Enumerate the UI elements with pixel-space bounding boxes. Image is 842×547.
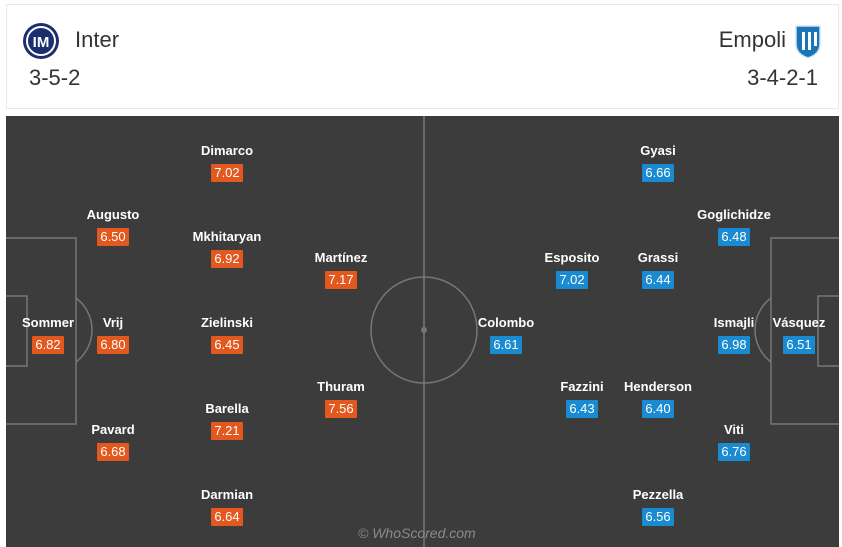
player-name: Darmian bbox=[200, 487, 254, 502]
player-rating: 6.51 bbox=[783, 336, 815, 354]
player-rating: 6.40 bbox=[642, 400, 674, 418]
player-pezzella[interactable]: Pezzella 6.56 bbox=[613, 487, 703, 526]
player-pavard[interactable]: Pavard 6.68 bbox=[68, 422, 158, 461]
player-rating: 6.80 bbox=[97, 336, 129, 354]
player-rating: 6.56 bbox=[642, 508, 674, 526]
player-vasquez[interactable]: Vásquez 6.51 bbox=[754, 315, 839, 354]
player-name: Mkhitaryan bbox=[192, 229, 262, 244]
player-name: Pavard bbox=[91, 422, 135, 437]
player-name: Thuram bbox=[317, 379, 365, 394]
player-martinez[interactable]: Martínez 7.17 bbox=[296, 250, 386, 289]
player-henderson[interactable]: Henderson 6.40 bbox=[613, 379, 703, 418]
player-rating: 7.02 bbox=[556, 271, 588, 289]
away-team-name[interactable]: Empoli bbox=[718, 27, 786, 52]
svg-text:IM: IM bbox=[33, 34, 50, 51]
player-name: Gyasi bbox=[640, 143, 676, 158]
player-name: Goglichidze bbox=[697, 207, 771, 222]
player-name: Fazzini bbox=[560, 379, 604, 394]
home-team-name[interactable]: Inter bbox=[75, 27, 120, 52]
player-gyasi[interactable]: Gyasi 6.66 bbox=[613, 143, 703, 182]
player-name: Martínez bbox=[314, 250, 368, 265]
player-name: Zielinski bbox=[200, 315, 254, 330]
player-rating: 6.66 bbox=[642, 164, 674, 182]
match-header: IM Inter 3-5-2 Empoli 3-4-2-1 bbox=[6, 4, 839, 109]
player-name: Esposito bbox=[544, 250, 600, 265]
empoli-crest-icon[interactable] bbox=[794, 22, 822, 60]
player-fazzini[interactable]: Fazzini 6.43 bbox=[537, 379, 627, 418]
player-zielinski[interactable]: Zielinski 6.45 bbox=[182, 315, 272, 354]
player-name: Barella bbox=[205, 401, 249, 416]
player-rating: 7.02 bbox=[211, 164, 243, 182]
player-barella[interactable]: Barella 7.21 bbox=[182, 401, 272, 440]
pitch-markings bbox=[6, 116, 839, 547]
pitch: Sommer 6.82 Vrij 6.80 Augusto 6.50 Pavar… bbox=[6, 116, 839, 547]
player-rating: 7.21 bbox=[211, 422, 243, 440]
player-name: Ismajli bbox=[713, 315, 755, 330]
player-rating: 6.44 bbox=[642, 271, 674, 289]
player-ismajli[interactable]: Ismajli 6.98 bbox=[689, 315, 779, 354]
player-sommer[interactable]: Sommer 6.82 bbox=[6, 315, 93, 354]
player-esposito[interactable]: Esposito 7.02 bbox=[527, 250, 617, 289]
player-colombo[interactable]: Colombo 6.61 bbox=[461, 315, 551, 354]
player-rating: 6.68 bbox=[97, 443, 129, 461]
player-vrij[interactable]: Vrij 6.80 bbox=[68, 315, 158, 354]
player-name: Pezzella bbox=[632, 487, 684, 502]
player-rating: 6.98 bbox=[718, 336, 750, 354]
player-rating: 7.56 bbox=[325, 400, 357, 418]
player-name: Vásquez bbox=[772, 315, 826, 330]
player-name: Viti bbox=[724, 422, 744, 437]
inter-crest-icon[interactable]: IM bbox=[22, 22, 60, 60]
player-name: Augusto bbox=[86, 207, 140, 222]
player-name: Vrij bbox=[102, 315, 124, 330]
player-name: Colombo bbox=[477, 315, 535, 330]
player-rating: 6.43 bbox=[566, 400, 598, 418]
player-name: Henderson bbox=[624, 379, 692, 394]
player-thuram[interactable]: Thuram 7.56 bbox=[296, 379, 386, 418]
player-rating: 6.82 bbox=[32, 336, 64, 354]
player-darmian[interactable]: Darmian 6.64 bbox=[182, 487, 272, 526]
player-rating: 7.17 bbox=[325, 271, 357, 289]
player-rating: 6.64 bbox=[211, 508, 243, 526]
player-name: Dimarco bbox=[200, 143, 254, 158]
player-rating: 6.50 bbox=[97, 228, 129, 246]
player-dimarco[interactable]: Dimarco 7.02 bbox=[182, 143, 272, 182]
whoscored-watermark: © WhoScored.com bbox=[358, 525, 476, 541]
player-augusto[interactable]: Augusto 6.50 bbox=[68, 207, 158, 246]
player-viti[interactable]: Viti 6.76 bbox=[689, 422, 779, 461]
player-rating: 6.76 bbox=[718, 443, 750, 461]
player-name: Grassi bbox=[637, 250, 679, 265]
player-grassi[interactable]: Grassi 6.44 bbox=[613, 250, 703, 289]
player-rating: 6.61 bbox=[490, 336, 522, 354]
away-formation: 3-4-2-1 bbox=[747, 65, 818, 90]
player-goglichidze[interactable]: Goglichidze 6.48 bbox=[689, 207, 779, 246]
player-name: Sommer bbox=[21, 315, 75, 330]
home-formation: 3-5-2 bbox=[29, 65, 81, 90]
player-mkhitaryan[interactable]: Mkhitaryan 6.92 bbox=[182, 229, 272, 268]
player-rating: 6.48 bbox=[718, 228, 750, 246]
player-rating: 6.45 bbox=[211, 336, 243, 354]
player-rating: 6.92 bbox=[211, 250, 243, 268]
